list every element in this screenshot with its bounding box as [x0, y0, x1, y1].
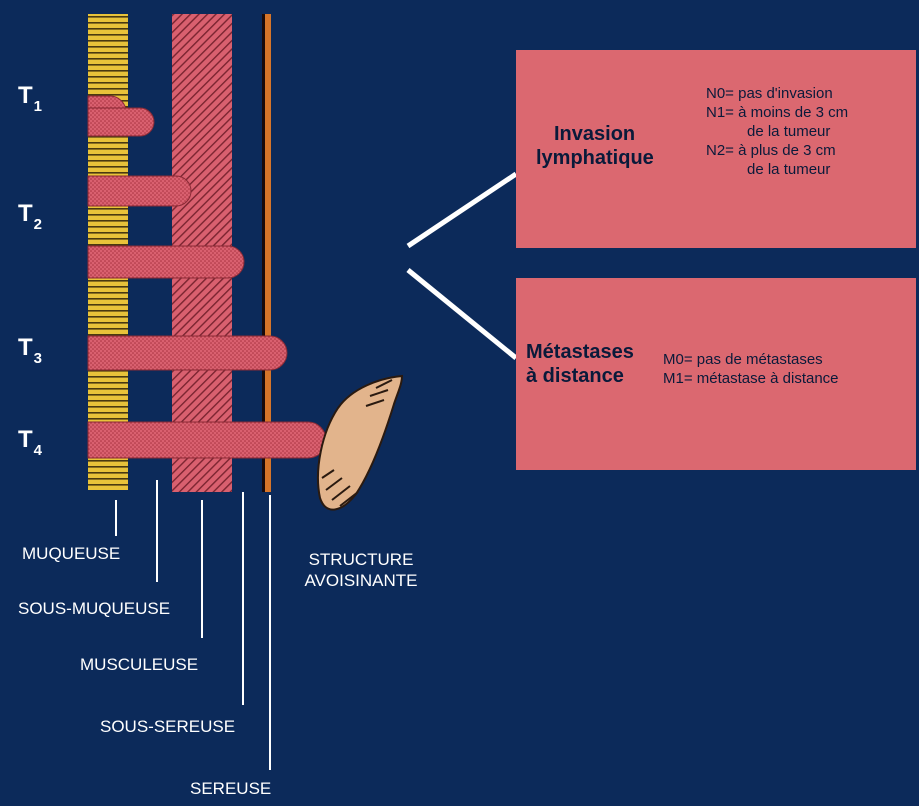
connector-lymph	[406, 171, 518, 249]
lymph-box-text: N0= pas d'invasion N1= à moins de 3 cm d…	[706, 84, 848, 179]
lymph-box-title: Invasion lymphatique	[536, 122, 654, 170]
stage-label-t1: T1	[18, 82, 42, 115]
lymph-line-n1: N1= à moins de 3 cm	[706, 104, 849, 121]
meta-box-title: Métastases à distance	[526, 340, 634, 388]
stage-label-t3: T3	[18, 334, 42, 367]
lymph-line-n0: N0= pas d'invasion	[706, 85, 833, 102]
label-structure-line2: AVOISINANTE	[304, 571, 418, 590]
stage-letter: T	[18, 200, 33, 227]
lymph-invasion-box: Invasion lymphatique N0= pas d'invasion …	[516, 50, 916, 248]
connector-meta	[406, 268, 518, 360]
meta-title-line2: à distance	[526, 365, 624, 387]
stage-index: 3	[33, 350, 43, 367]
lymph-line-n2: N2= à plus de 3 cm	[706, 142, 836, 159]
sereuse-edge	[262, 14, 265, 492]
label-muqueuse: MUQUEUSE	[22, 544, 121, 563]
stage-index: 4	[33, 442, 43, 459]
meta-line-m0: M0= pas de métastases	[663, 351, 823, 368]
stage-label-t4: T4	[18, 426, 42, 459]
tumor-t2a	[87, 175, 192, 207]
stage-letter: T	[18, 334, 33, 361]
tumor-t1b	[87, 107, 155, 137]
lymph-title-line1: Invasion	[554, 123, 636, 145]
stage-index: 1	[33, 98, 43, 115]
meta-line-m1: M1= métastase à distance	[663, 370, 839, 387]
stage-letter: T	[18, 82, 33, 109]
lymph-line-n1-cont: de la tumeur	[747, 123, 831, 140]
meta-box-text: M0= pas de métastases M1= métastase à di…	[663, 350, 839, 388]
stage-index: 2	[33, 216, 43, 233]
distant-metastases-box: Métastases à distance M0= pas de métasta…	[516, 278, 916, 470]
adjacent-structure	[317, 374, 404, 511]
label-sous-muqueuse: SOUS-MUQUEUSE	[18, 599, 171, 618]
tumor-t4	[87, 421, 327, 459]
stage-label-t2: T2	[18, 200, 42, 233]
sereuse-layer	[263, 14, 271, 492]
lymph-line-n2-cont: de la tumeur	[747, 161, 831, 178]
label-sereuse: SEREUSE	[190, 779, 272, 798]
label-sous-sereuse: SOUS-SEREUSE	[100, 717, 236, 736]
label-structure-avoisinante: STRUCTURE AVOISINANTE	[302, 551, 420, 589]
stage-letter: T	[18, 426, 33, 453]
tumor-t2b	[87, 245, 245, 279]
adjacent-structure-shading	[321, 379, 393, 507]
label-musculeuse: MUSCULEUSE	[80, 655, 199, 674]
meta-title-line1: Métastases	[526, 341, 634, 363]
tumor-t3	[87, 335, 288, 371]
label-structure-line1: STRUCTURE	[308, 550, 414, 569]
lymph-title-line2: lymphatique	[536, 147, 654, 169]
